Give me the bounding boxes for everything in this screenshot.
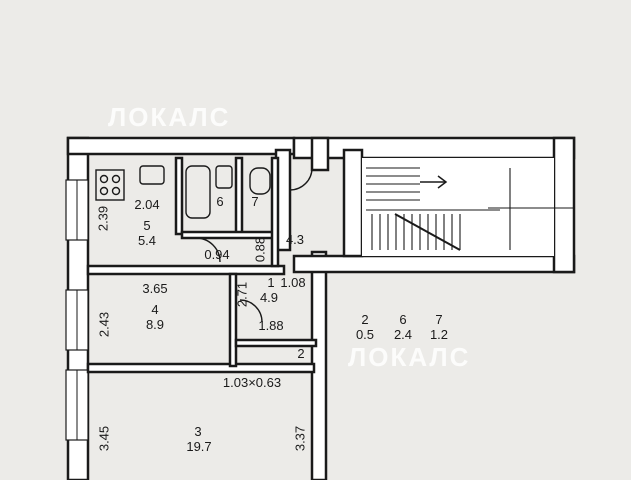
room-3-number: 3 xyxy=(194,424,202,439)
dim-2-71: 2.71 xyxy=(234,281,250,308)
room-4-number: 4 xyxy=(151,302,159,317)
legend-2-number: 2 xyxy=(361,312,369,327)
legend-7-area: 1.2 xyxy=(429,327,449,342)
watermark-middle: ЛОКАЛС xyxy=(348,342,471,372)
dim-0-94: 0.94 xyxy=(204,247,230,262)
dim-2-39: 2.39 xyxy=(95,205,111,232)
watermark-top: ЛОКАЛС xyxy=(108,102,231,132)
dim-2-04: 2.04 xyxy=(134,197,160,212)
fixtures xyxy=(95,165,271,219)
dim-1-03x0-63: 1.03×0.63 xyxy=(222,375,282,390)
room-5-area: 5.4 xyxy=(137,233,157,248)
dim-3-65: 3.65 xyxy=(142,281,168,296)
room-5-number: 5 xyxy=(143,218,151,233)
room-1-area: 4.9 xyxy=(259,290,279,305)
dim-1-88: 1.88 xyxy=(258,318,284,333)
room-4-area: 8.9 xyxy=(145,317,165,332)
door-swings xyxy=(195,167,313,323)
legend-2-area: 0.5 xyxy=(355,327,375,342)
dim-0-88: 0.88 xyxy=(252,236,268,263)
room-6-number: 6 xyxy=(216,194,224,209)
dim-2-43: 2.43 xyxy=(96,311,112,338)
stairwell-block xyxy=(292,136,576,274)
dim-3-45: 3.45 xyxy=(96,425,112,452)
dim-1-08: 1.08 xyxy=(280,275,306,290)
dim-4-3: 4.3 xyxy=(285,232,305,247)
room-3-area: 19.7 xyxy=(186,439,212,454)
room-2-number: 2 xyxy=(297,346,305,361)
legend-7-number: 7 xyxy=(435,312,443,327)
windows-left xyxy=(65,179,89,441)
outer-wall-top xyxy=(66,136,296,156)
room-7-number: 7 xyxy=(251,194,259,209)
interior-walls xyxy=(86,156,318,374)
legend-6-number: 6 xyxy=(399,312,407,327)
dim-3-37: 3.37 xyxy=(292,425,308,452)
legend-6-area: 2.4 xyxy=(393,327,413,342)
room-1-number: 1 xyxy=(267,275,275,290)
